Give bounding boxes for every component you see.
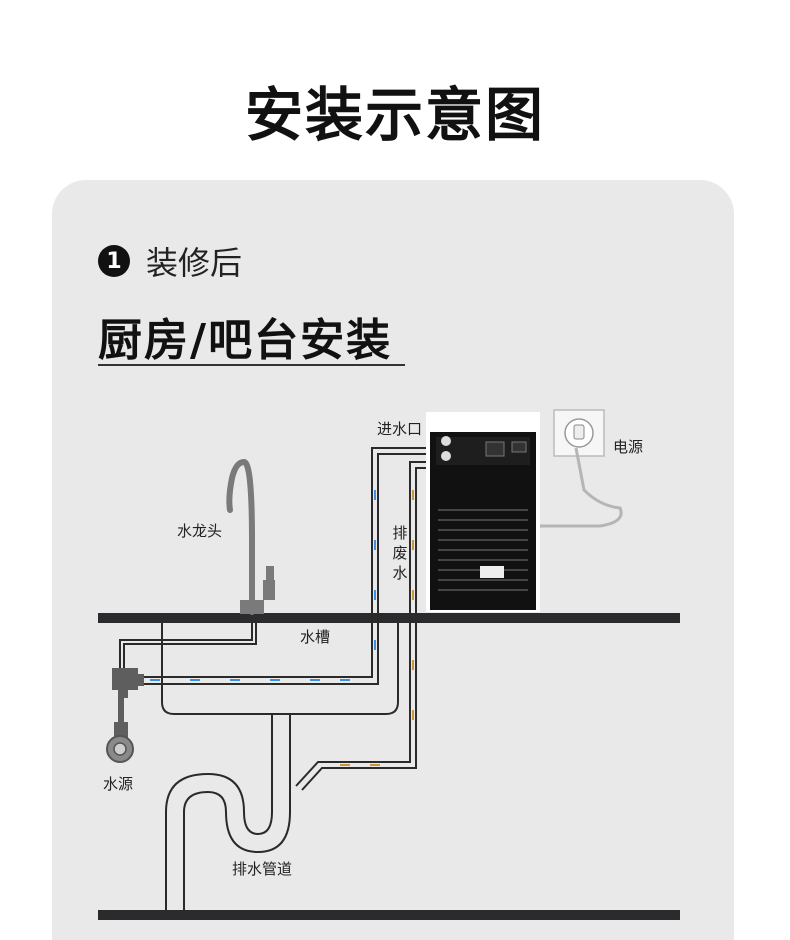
sink-basin — [161, 623, 399, 715]
step-header: 1 装修后 — [98, 240, 242, 282]
drain-label: 排废水 — [392, 524, 408, 582]
faucet — [226, 458, 255, 615]
faucet-handle — [263, 580, 275, 600]
power-socket — [553, 409, 605, 457]
power-cable — [540, 447, 623, 528]
faucet-supply-pipe — [119, 623, 253, 672]
step-label: 装修后 — [146, 244, 243, 282]
section-title: 厨房/吧台安装 — [98, 315, 393, 366]
section-underline — [98, 364, 405, 366]
page-title: 安装示意图 — [244, 81, 545, 149]
inlet-pipe — [144, 447, 430, 678]
water-dispenser — [426, 412, 540, 612]
drain-flow-arrows — [340, 490, 414, 766]
drain-hose — [295, 461, 430, 787]
faucet-label: 水龙头 — [177, 522, 223, 540]
countertop — [98, 613, 680, 623]
inlet-label: 进水口 — [377, 420, 423, 438]
power-label: 电源 — [613, 438, 644, 456]
drain-pipe-label: 排水管道 — [232, 860, 293, 878]
drain-connector — [441, 451, 451, 461]
floor-line — [98, 910, 680, 920]
inlet-flow-arrows — [150, 490, 376, 681]
water-source-label: 水源 — [103, 775, 134, 793]
sink-label: 水槽 — [300, 628, 331, 646]
step-number-badge: 1 — [98, 245, 130, 277]
faucet-base — [240, 600, 264, 614]
tee-fitting — [112, 668, 138, 690]
drain-trap-pipe — [165, 714, 291, 910]
inlet-connector — [441, 436, 451, 446]
